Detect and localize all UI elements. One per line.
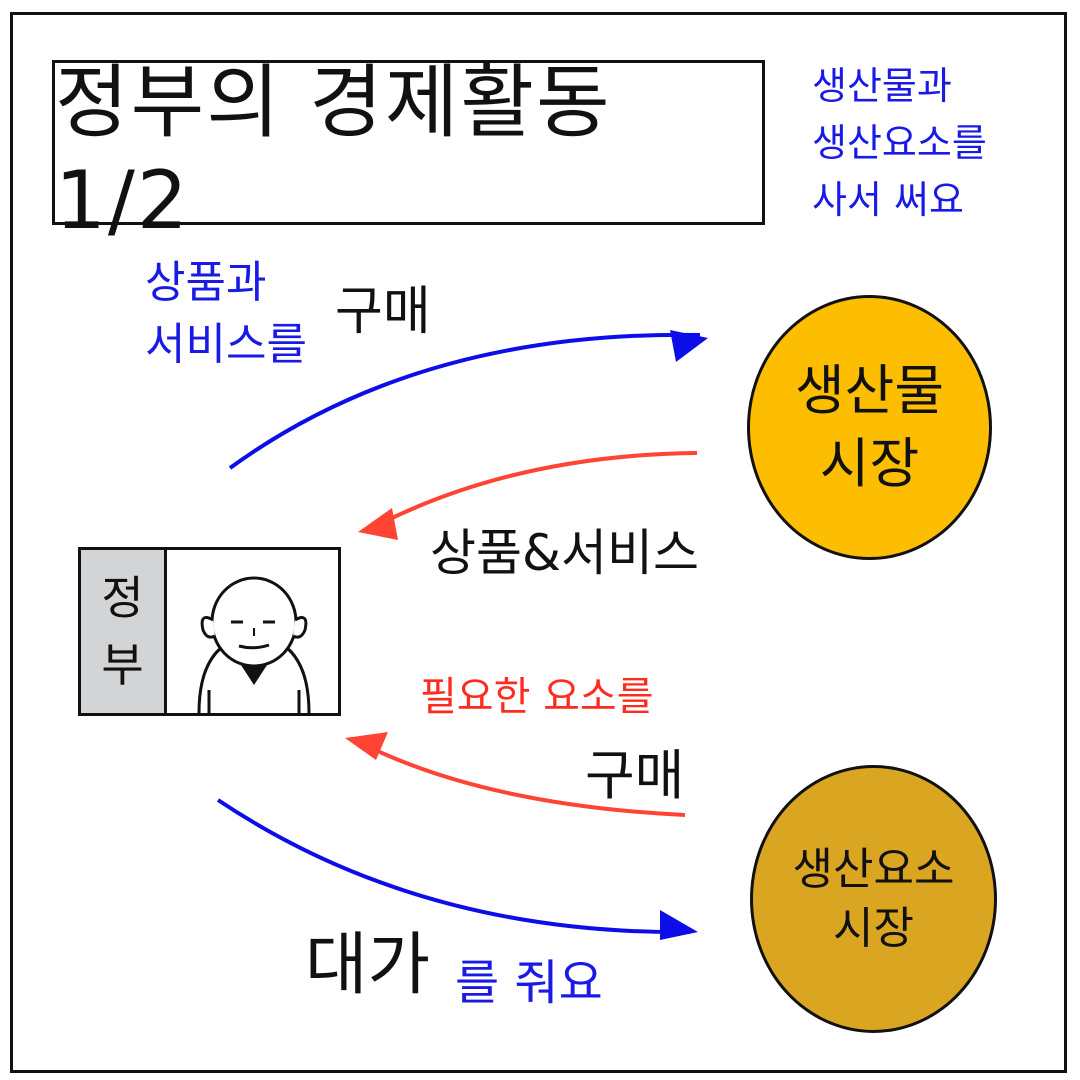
government-label-panel: 정부 [81, 550, 167, 713]
arrow-goods-services [367, 451, 698, 532]
factor-market-label-line: 생산요소 [792, 843, 955, 895]
factor-market-label-line: 시장 [833, 903, 914, 954]
page-title: 정부의 경제활동 1/2 [55, 56, 612, 247]
title-box: 정부의 경제활동 1/2 [52, 56, 765, 247]
arrow-payment-head [660, 910, 698, 940]
factor-market-label: 생산요소 시장 [793, 840, 955, 959]
goods-market-label: 생산물 시장 [795, 355, 944, 501]
comic-frame [10, 12, 1067, 1073]
flow-label-purchase-factors: 구매 [585, 744, 685, 807]
arrow-buy-goods-head [670, 330, 708, 362]
factor-market-circle: 생산요소 시장 [750, 765, 997, 1033]
arrow-goods-services-head [358, 508, 398, 540]
goods-market-circle: 생산물 시장 [747, 295, 992, 560]
goods-market-label-line: 시장 [819, 431, 920, 495]
goods-market-label-line: 생산물 [794, 358, 945, 422]
arrow-buy-goods [228, 332, 701, 470]
arrow-buy-factors [354, 738, 686, 817]
flow-label-goods-services: 상품&서비스 [430, 524, 699, 582]
flow-label-give: 를 줘요 [455, 955, 603, 1011]
government-box: 정부 [78, 547, 341, 716]
flow-label-line: 서비스를 [145, 318, 307, 370]
summary-note-line: 생산물과 [812, 64, 952, 108]
government-label: 정부 [101, 570, 144, 692]
flow-label-buy-goods: 상품과 서비스를 [145, 252, 307, 375]
summary-note-line: 사서 써요 [812, 178, 964, 222]
arrow-buy-factors-head [345, 732, 388, 760]
government-person-icon [197, 576, 311, 713]
flow-label-purchase: 구매 [335, 282, 431, 342]
summary-note: 생산물과 생산요소를 사서 써요 [812, 58, 987, 229]
flow-label-line: 상품과 [145, 257, 267, 308]
summary-note-line: 생산요소를 [812, 121, 987, 165]
arrow-payment [216, 798, 691, 935]
flow-label-needed-factors: 필요한 요소를 [420, 674, 654, 720]
flow-label-payment: 대가 [305, 926, 431, 1005]
